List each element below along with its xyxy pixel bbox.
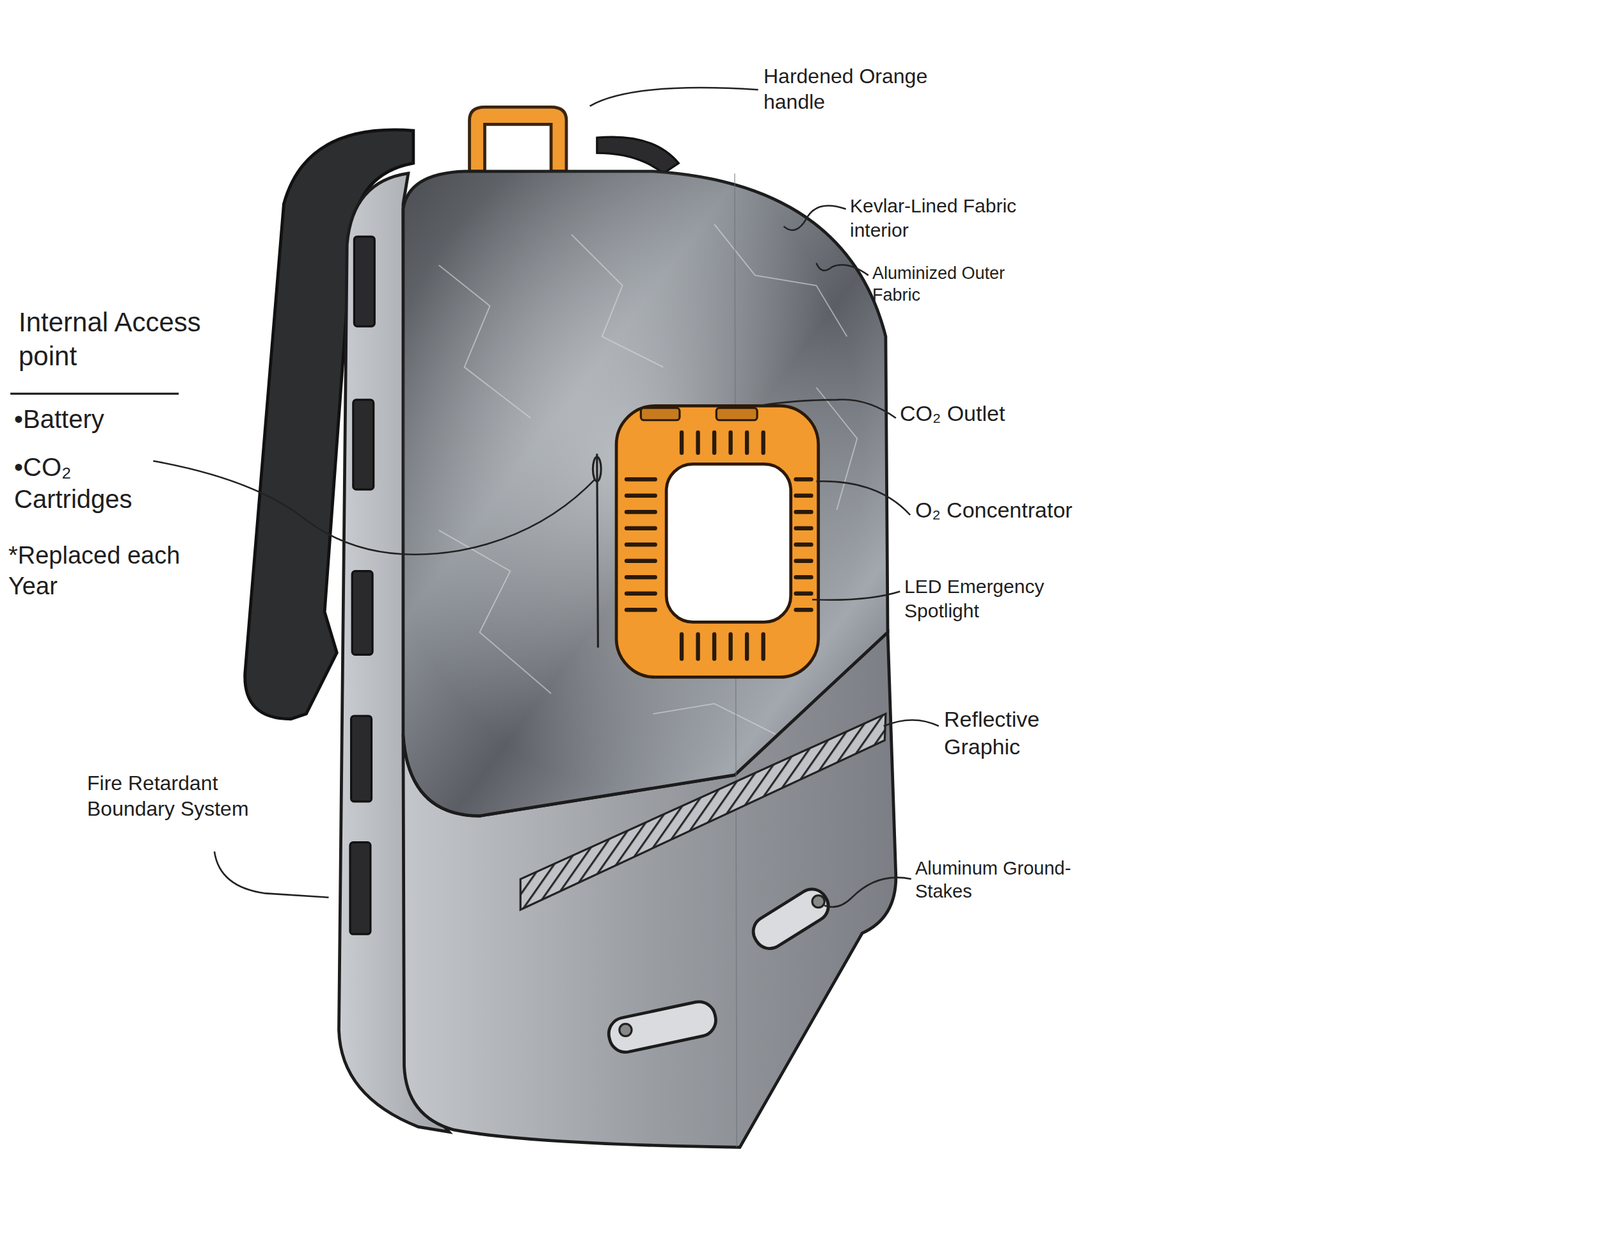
vent-tick xyxy=(796,608,812,612)
vent-tick xyxy=(796,526,812,531)
vent-tick xyxy=(695,432,700,454)
callout-label: O₂ Concentrator xyxy=(915,496,1073,525)
vent-tick xyxy=(796,510,812,514)
callout-label: Reflective Graphic xyxy=(944,705,1098,761)
callout-label: •Battery xyxy=(14,403,207,436)
callout-label: Aluminum Ground-Stakes xyxy=(915,856,1082,904)
vent-tick xyxy=(796,494,812,498)
callout-label: •CO₂ Cartridges xyxy=(14,451,181,516)
callout-label: Hardened Orange handle xyxy=(763,63,956,115)
vent-tick xyxy=(626,510,656,514)
vent-tick xyxy=(626,559,656,564)
zipper xyxy=(597,453,599,648)
callout-label: CO₂ Outlet xyxy=(899,400,1005,428)
vent-tick xyxy=(760,634,765,660)
heading-underline xyxy=(10,392,179,395)
vent-tick xyxy=(626,608,656,612)
o2-concentrator xyxy=(616,405,819,678)
foil-highlight xyxy=(403,171,888,816)
side-slots xyxy=(350,236,375,935)
vent-tick xyxy=(626,542,656,547)
foil-wrinkles xyxy=(439,224,858,735)
vent-tick xyxy=(712,634,717,660)
vent-tick xyxy=(760,432,765,454)
co2-outlet xyxy=(716,408,758,421)
vent-tick xyxy=(796,559,812,564)
callout-label: Internal Access point xyxy=(18,305,217,374)
vent-tick xyxy=(744,634,749,660)
ground-stakes xyxy=(606,883,835,1056)
vent-tick xyxy=(728,634,733,660)
vent-tick xyxy=(796,592,812,596)
vent-ticks xyxy=(626,432,812,660)
vent-tick xyxy=(796,575,812,580)
aluminized-panel xyxy=(403,171,888,816)
vent-tick xyxy=(679,634,684,660)
vent-tick xyxy=(796,542,812,547)
vent-tick xyxy=(744,432,749,454)
right-strap xyxy=(597,136,680,174)
vent-tick xyxy=(626,526,656,531)
orange-handle xyxy=(469,106,567,171)
zipper-pull xyxy=(592,456,601,482)
callout-label: Aluminized Outer Fabric xyxy=(872,263,1020,307)
vent-tick xyxy=(728,432,733,454)
vent-tick xyxy=(626,575,656,580)
callout-label: *Replaced each Year xyxy=(8,540,220,602)
reflective-band xyxy=(520,714,886,911)
callout-label: Fire Retardant Boundary System xyxy=(87,770,286,822)
co2-outlet xyxy=(640,408,680,421)
vent-tick xyxy=(695,634,700,660)
led-spotlight xyxy=(666,464,791,623)
vent-tick xyxy=(626,477,656,482)
vent-tick xyxy=(679,432,684,454)
vent-tick xyxy=(626,592,656,596)
vent-tick xyxy=(712,432,717,454)
callout-label: Kevlar-Lined Fabric interior xyxy=(849,193,1036,242)
callout-label: LED Emergency Spotlight xyxy=(904,574,1097,623)
vent-tick xyxy=(626,494,656,498)
leader-lines xyxy=(152,87,939,908)
vent-tick xyxy=(796,477,812,482)
